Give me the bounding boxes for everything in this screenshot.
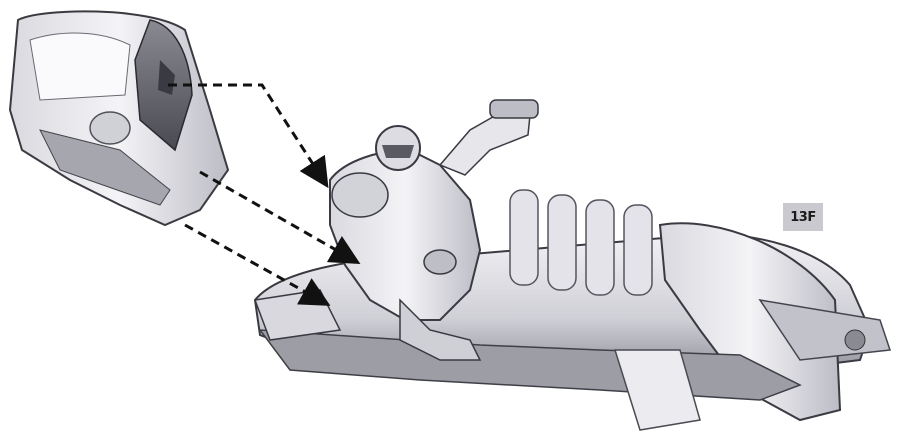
- assembly-arrow-icon: [200, 172, 350, 258]
- canopy-part: [10, 11, 228, 225]
- step-label: 13F: [783, 203, 823, 231]
